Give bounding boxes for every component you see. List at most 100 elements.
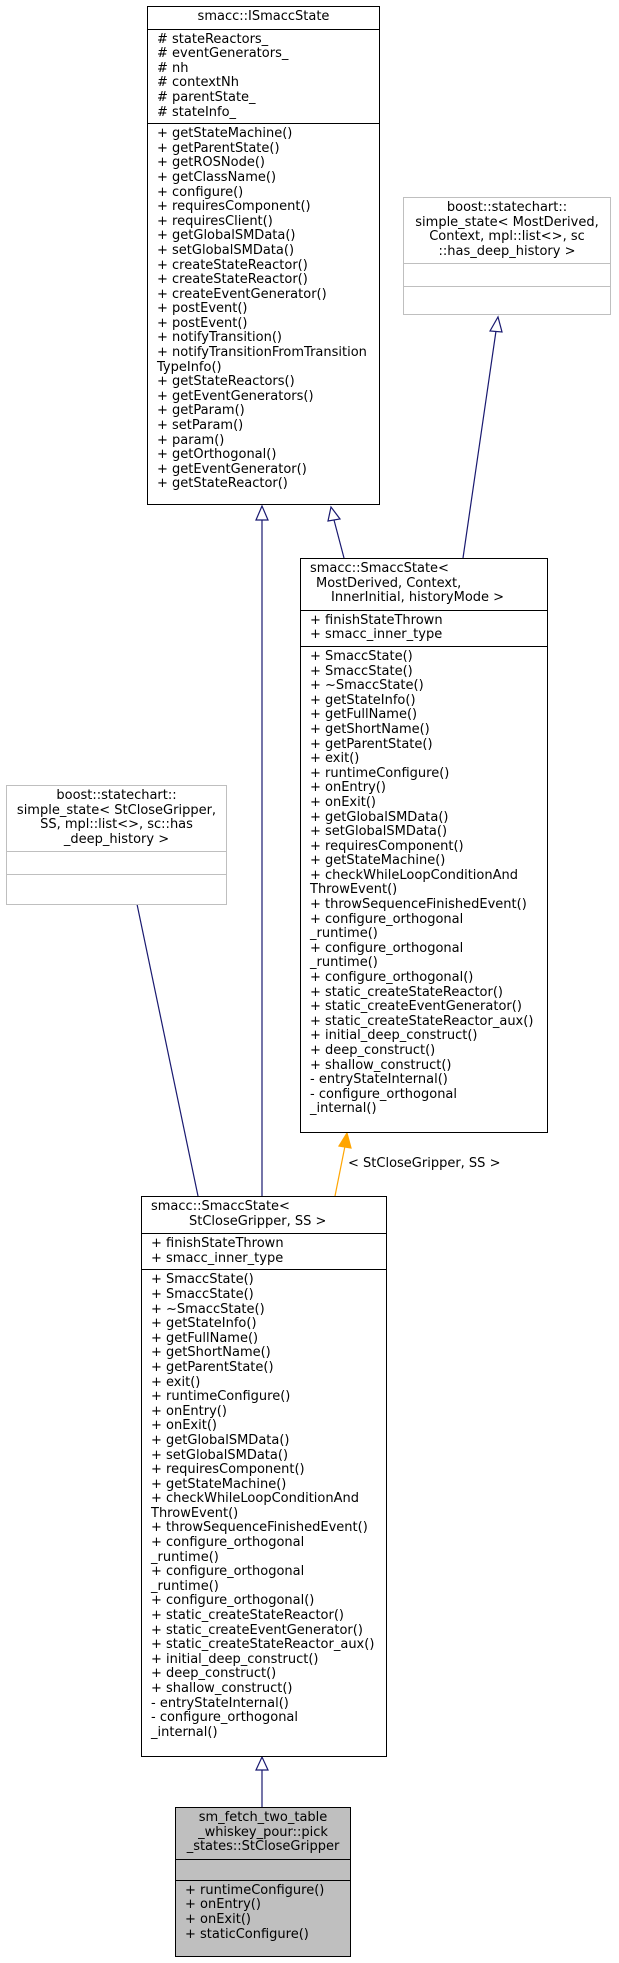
member-line: + getFullName()	[310, 707, 418, 723]
member-line: + getOrthogonal()	[157, 447, 277, 463]
inheritance-arrowhead	[489, 315, 503, 333]
member-line: _runtime()	[151, 1549, 219, 1565]
inheritance-edge-boost-gripper	[132, 884, 199, 1197]
member-line: + configure_orthogonal	[151, 1535, 305, 1551]
member-line: # eventGenerators_	[157, 46, 289, 62]
member-line: + createStateReactor()	[157, 272, 308, 288]
member-line: + getStateMachine()	[310, 853, 446, 869]
member-line: + configure_orthogonal	[310, 911, 464, 927]
attributes: + finishStateThrown+ smacc_inner_type	[142, 1233, 386, 1269]
member-line: + getEventGenerator()	[157, 461, 307, 477]
member-line: ThrowEvent()	[310, 882, 398, 898]
member-line: # contextNh	[157, 75, 239, 91]
member-line: # nh	[157, 60, 189, 76]
member-line: + checkWhileLoopConditionAnd	[151, 1491, 359, 1507]
member-line: + requiresComponent()	[151, 1462, 305, 1478]
member-line: + onEntry()	[185, 1897, 261, 1913]
member-line: + finishStateThrown	[310, 612, 443, 628]
inheritance-arrowhead	[255, 1755, 269, 1771]
attributes	[7, 851, 226, 874]
member-line: SS, mpl::list<>, sc::has	[40, 817, 193, 833]
member-line: + getFullName()	[151, 1330, 259, 1346]
member-line: + finishStateThrown	[151, 1236, 284, 1252]
member-line: _runtime()	[310, 955, 378, 971]
member-line: + getStateReactor()	[157, 476, 288, 492]
member-line: - entryStateInternal()	[310, 1072, 448, 1088]
member-line: + configure_orthogonal()	[310, 970, 474, 986]
member-line: Context, mpl::list<>, sc	[429, 229, 585, 245]
class-boost-simple-state-gripper: boost::statechart::simple_state< StClose…	[6, 785, 227, 905]
member-line: _deep_history >	[63, 831, 170, 847]
methods: + SmaccState()+ SmaccState()+ ~SmaccStat…	[301, 645, 547, 1120]
inheritance-edge-boost-generic	[462, 330, 497, 559]
member-line: + param()	[157, 432, 225, 448]
member-line: + smacc_inner_type	[310, 627, 443, 643]
class-boost-simple-state-generic: boost::statechart::simple_state< MostDer…	[403, 197, 611, 315]
member-line: + static_createStateReactor_aux()	[310, 1013, 534, 1029]
methods: + getStateMachine()+ getParentState() + g…	[148, 123, 379, 495]
member-line: + notifyTransitionFromTransition	[157, 345, 367, 361]
member-line: + checkWhileLoopConditionAnd	[310, 867, 518, 883]
member-line: + ~SmaccState()	[151, 1301, 265, 1317]
member-line: + configure_orthogonal	[151, 1564, 305, 1580]
member-line: + setGlobalSMData()	[157, 242, 295, 258]
member-line: + static_createEventGenerator()	[310, 999, 522, 1015]
class-smaccstate-template: smacc::SmaccState< MostDerived, Context,…	[300, 558, 548, 1133]
member-line: + getShortName()	[151, 1345, 271, 1361]
member-line: + SmaccState()	[151, 1272, 254, 1288]
member-line: + runtimeConfigure()	[310, 765, 450, 781]
attributes	[404, 263, 610, 286]
class-title: smacc::SmaccState< StCloseGripper, SS >	[151, 1199, 327, 1229]
methods: + runtimeConfigure()+ onEntry()+ onExit(…	[176, 1879, 350, 1945]
member-line: + onExit()	[310, 794, 376, 810]
member-line: + SmaccState()	[310, 663, 413, 679]
member-line: + SmaccState()	[310, 648, 413, 664]
member-line: + initial_deep_construct()	[310, 1028, 478, 1044]
member-line: + configure_orthogonal	[310, 940, 464, 956]
member-line: + getGlobalSMData()	[157, 228, 296, 244]
member-line: + getParam()	[157, 403, 245, 419]
member-line: + postEvent()	[157, 315, 248, 331]
member-line: + exit()	[151, 1374, 201, 1390]
member-line: + requiresClient()	[157, 213, 273, 229]
member-line: + getParentState()	[157, 140, 280, 156]
member-line: + getShortName()	[310, 721, 430, 737]
member-line: + onExit()	[151, 1418, 217, 1434]
member-line: _runtime()	[310, 926, 378, 942]
member-line: TypeInfo()	[157, 359, 222, 375]
member-line: _internal()	[310, 1101, 377, 1117]
attributes	[176, 1858, 350, 1880]
member-line: + createEventGenerator()	[157, 286, 327, 302]
member-line: simple_state< MostDerived,	[415, 214, 599, 230]
member-line: + requiresComponent()	[310, 838, 464, 854]
member-line: + createStateReactor()	[157, 257, 308, 273]
member-line: + smacc_inner_type	[151, 1250, 284, 1266]
member-line: + getStateMachine()	[157, 126, 293, 142]
member-line: + static_createStateReactor_aux()	[151, 1637, 375, 1653]
member-line: + getStateInfo()	[310, 692, 416, 708]
member-line: + getEventGenerators()	[157, 388, 314, 404]
class-ismaccstate: smacc::ISmaccState # stateReactors_# eve…	[147, 6, 380, 505]
member-line: _internal()	[151, 1724, 218, 1740]
member-line: - configure_orthogonal	[151, 1710, 299, 1726]
member-line: + getGlobalSMData()	[310, 809, 449, 825]
member-line: + configure()	[157, 184, 244, 200]
member-line: + static_createStateReactor()	[151, 1608, 344, 1624]
member-line: simple_state< StCloseGripper,	[16, 802, 217, 818]
inheritance-arrowhead	[327, 505, 342, 522]
member-line: + getStateInfo()	[151, 1316, 257, 1332]
member-line: + SmaccState()	[151, 1286, 254, 1302]
member-line: + notifyTransition()	[157, 330, 282, 346]
member-line: + getClassName()	[157, 169, 277, 185]
class-title: boost::statechart::simple_state< StClose…	[7, 786, 226, 851]
member-line: _runtime()	[151, 1578, 219, 1594]
class-title: smacc::SmaccState< MostDerived, Context,…	[310, 561, 505, 606]
member-line: + setGlobalSMData()	[151, 1447, 289, 1463]
member-line: # parentState_	[157, 89, 256, 105]
class-stclosegripper: sm_fetch_two_table_whiskey_pour::pick_st…	[175, 1807, 351, 1957]
member-line: _whiskey_pour::pick	[198, 1824, 328, 1840]
member-line: + deep_construct()	[151, 1666, 277, 1682]
member-line: + onEntry()	[151, 1403, 227, 1419]
methods: + SmaccState()+ SmaccState()+ ~SmaccStat…	[142, 1269, 386, 1743]
member-line: # stateReactors_	[157, 31, 269, 47]
